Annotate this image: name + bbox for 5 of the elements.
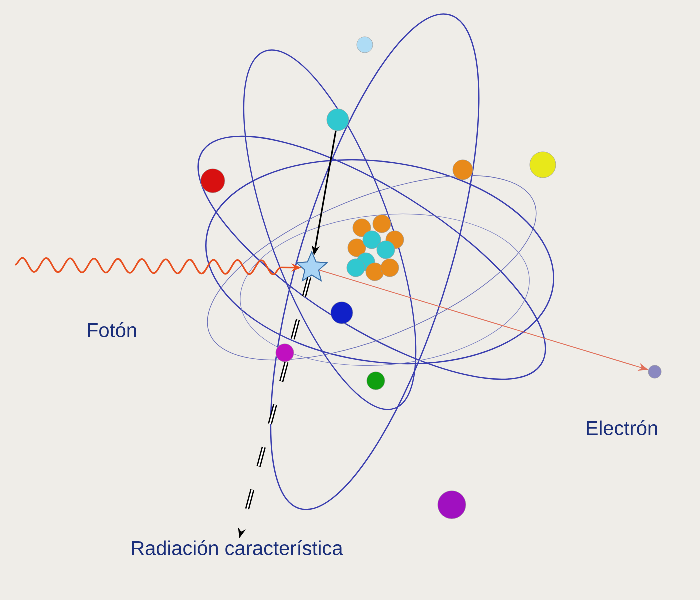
node-label: Electrón <box>587 420 658 436</box>
caption: Radiación característica <box>132 540 344 556</box>
edge-label: Fotón <box>88 322 136 338</box>
electron <box>648 365 662 379</box>
electron <box>326 108 350 132</box>
